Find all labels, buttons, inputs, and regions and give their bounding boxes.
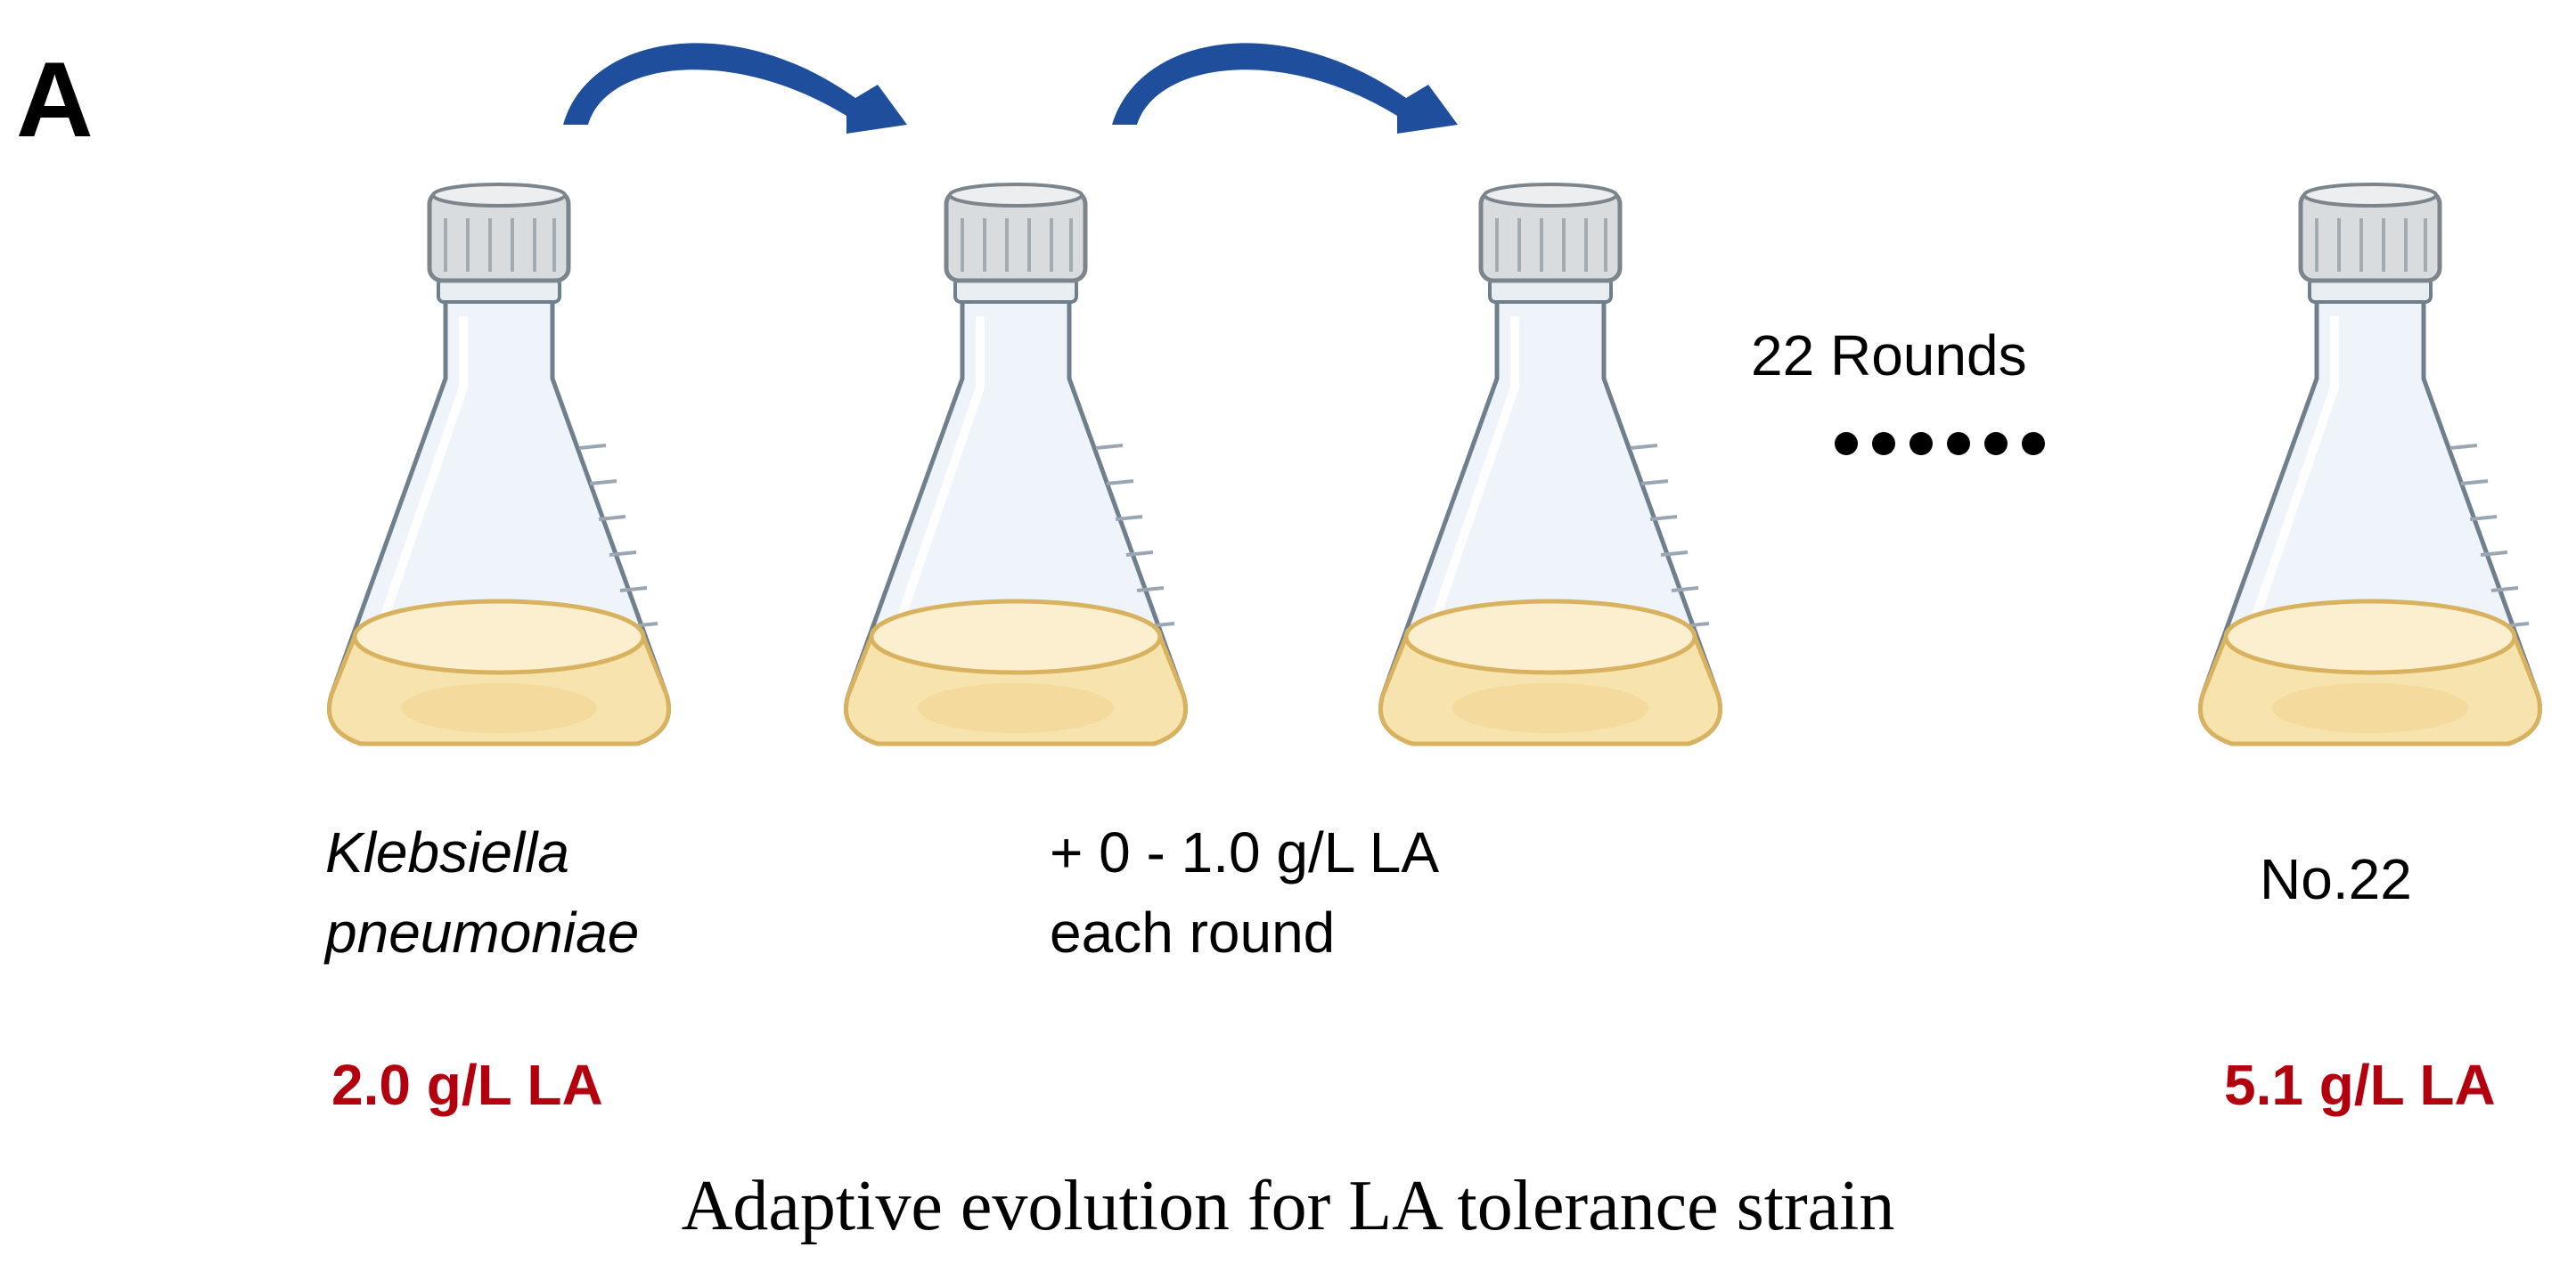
panel-label: A	[16, 40, 94, 159]
flask-round-2	[1380, 184, 1720, 744]
final-tolerance-label: 5.1 g/L LA	[2224, 1053, 2496, 1117]
flask-round-1	[846, 184, 1185, 744]
flask-start	[329, 184, 668, 744]
flask-final	[2200, 184, 2539, 744]
strain-name-line1: Klebsiella	[325, 820, 569, 885]
increment-line2: each round	[1050, 901, 1336, 965]
start-tolerance-label: 2.0 g/L LA	[331, 1053, 603, 1117]
rounds-label: 22 Rounds	[1751, 323, 2027, 387]
transfer-arrow-2	[1112, 43, 1458, 134]
figure-caption: Adaptive evolution for LA tolerance stra…	[681, 1167, 1895, 1245]
final-strain-label: No.22	[2260, 847, 2412, 911]
increment-line1: + 0 - 1.0 g/L LA	[1050, 820, 1440, 885]
continuation-dots	[1835, 432, 2045, 455]
transfer-arrow-1	[563, 43, 907, 134]
strain-name-line2: pneumoniae	[325, 901, 640, 965]
